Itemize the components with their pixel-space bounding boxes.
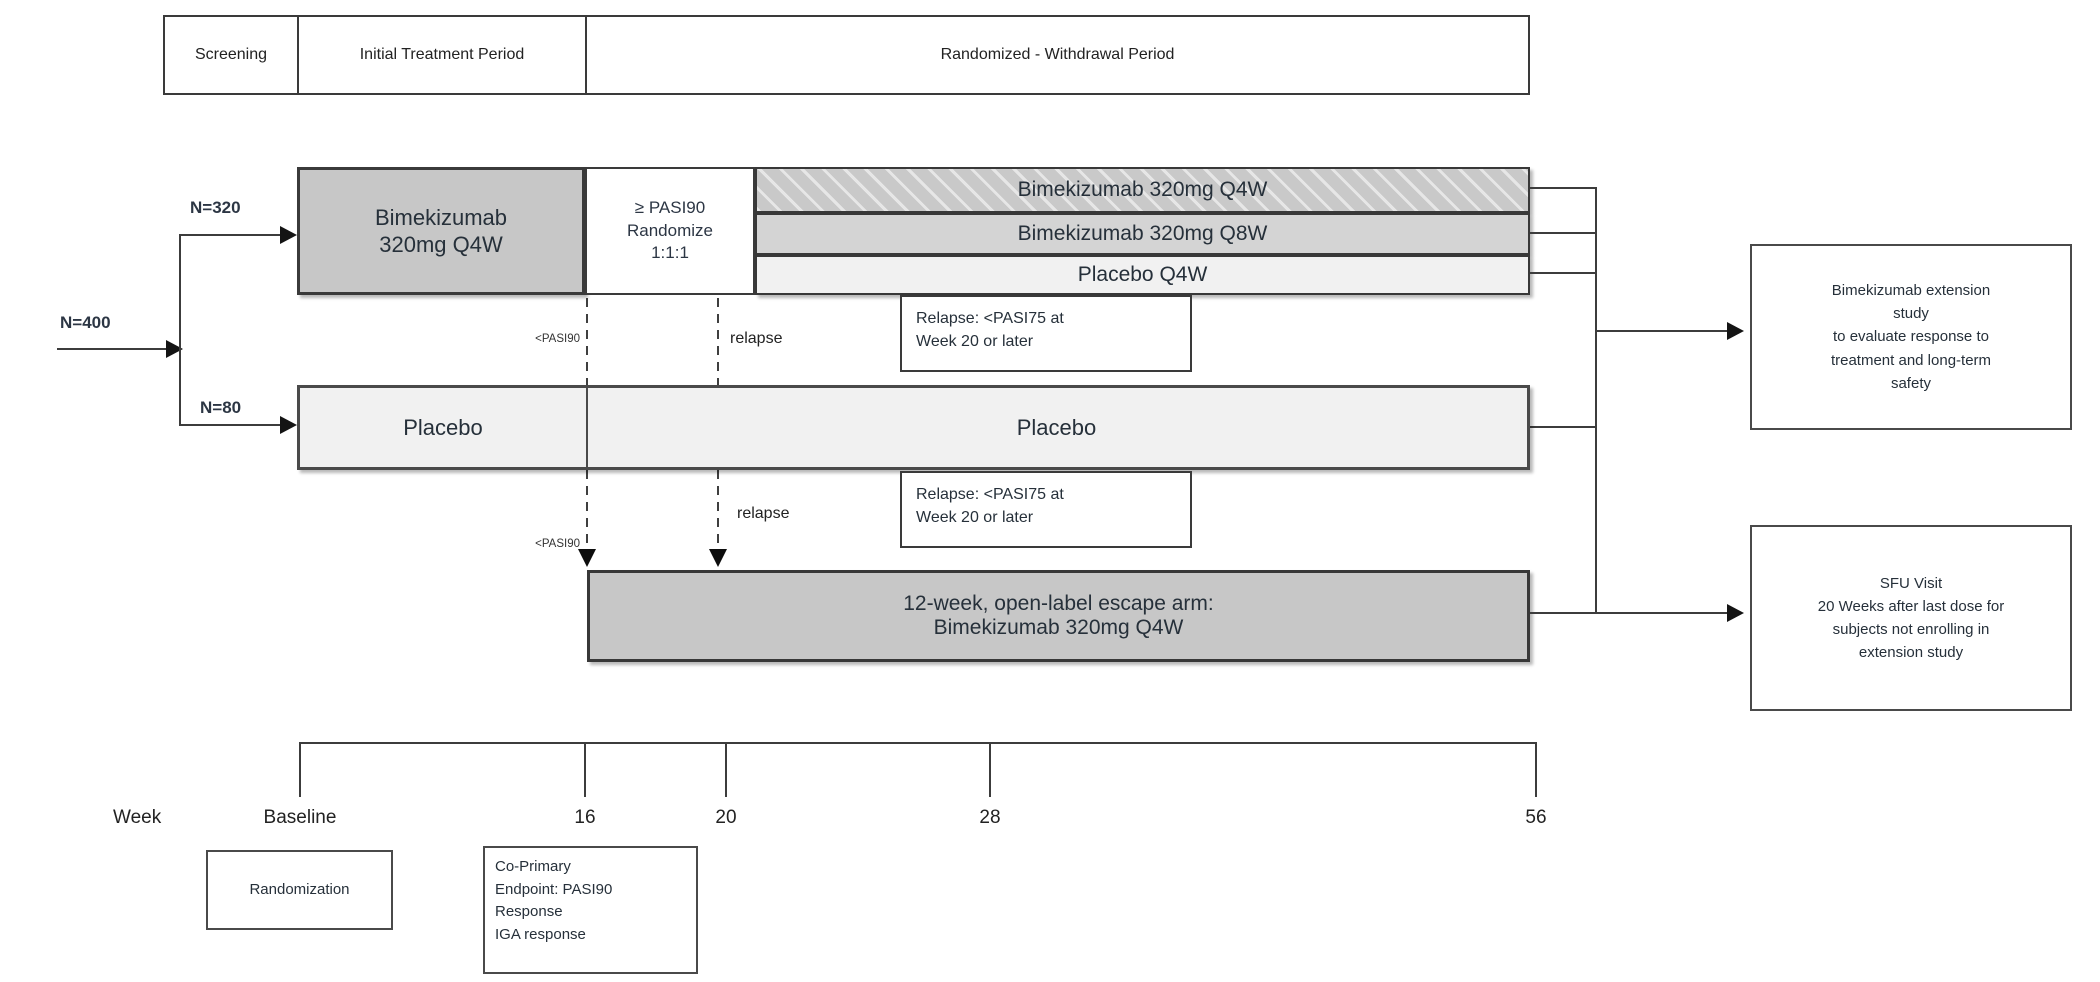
coprimary-endpoint-box: Co-Primary Endpoint: PASI90 Response IGA…	[483, 846, 698, 974]
relapse-box-upper-line2: Week 20 or later	[916, 333, 1034, 351]
placebo-branch-arrowhead	[280, 416, 297, 434]
pasi90-annotation-upper: <PASI90	[535, 333, 580, 345]
sfu-arrowhead	[1727, 604, 1744, 622]
relapse-dashed-line-upper	[717, 298, 719, 385]
arm-bar-placebo-q4w-label: Placebo Q4W	[1077, 263, 1208, 286]
extension-line3: to evaluate response to	[1833, 328, 1989, 346]
bime-branch-line	[179, 234, 281, 236]
randomize-box: ≥ PASI90 Randomize 1:1:1	[585, 167, 755, 295]
relapse-criteria-box-lower: Relapse: <PASI75 at Week 20 or later	[900, 471, 1192, 548]
relapse-box-upper-line1: Relapse: <PASI75 at	[916, 310, 1064, 327]
bime-initial-box: Bimekizumab 320mg Q4W	[297, 167, 585, 295]
coprimary-line3: Response	[495, 903, 563, 920]
arm-bar-bime-q4w: Bimekizumab 320mg Q4W	[755, 167, 1530, 213]
connector-bar3	[1530, 272, 1596, 274]
tick-week20	[725, 742, 727, 797]
coprimary-line4: IGA response	[495, 925, 586, 943]
branch-vertical-line	[179, 234, 181, 426]
escape-arm-line2: Bimekizumab 320mg Q4W	[933, 616, 1184, 639]
arm-bar-bime-q4w-label: Bimekizumab 320mg Q4W	[1017, 178, 1268, 201]
tick-label-16: 16	[574, 807, 596, 828]
randomize-line2: Randomize	[627, 220, 713, 240]
tick-label-28: 28	[979, 807, 1001, 828]
connector-bar1	[1530, 187, 1596, 189]
pasi90-line-through-placebo	[586, 385, 588, 470]
relapse-annotation-upper: relapse	[730, 330, 783, 347]
placebo-withdrawal-label: Placebo	[1016, 414, 1097, 440]
arm-bar-bime-q8w-label: Bimekizumab 320mg Q8W	[1017, 222, 1268, 245]
sfu-line1: SFU Visit	[1879, 574, 1943, 592]
tick-baseline	[299, 742, 301, 797]
period-header: Screening Initial Treatment Period Rando…	[163, 15, 1530, 95]
connector-bar2	[1530, 232, 1596, 234]
relapse-dashed-line-lower	[717, 470, 719, 550]
tick-label-56: 56	[1525, 807, 1547, 828]
extension-study-box: Bimekizumab extension study to evaluate …	[1750, 244, 2072, 430]
randomize-line3: 1:1:1	[651, 243, 689, 263]
randomization-box: Randomization	[206, 850, 393, 930]
n320-label: N=320	[190, 198, 241, 217]
placebo-branch-line	[179, 424, 281, 426]
period-withdrawal: Randomized - Withdrawal Period	[587, 17, 1528, 93]
bime-initial-line1: Bimekizumab	[374, 204, 508, 230]
pasi90-annotation-lower: <PASI90	[535, 538, 580, 550]
tick-label-baseline: Baseline	[263, 807, 337, 828]
relapse-box-lower-line1: Relapse: <PASI75 at	[916, 486, 1064, 503]
coprimary-line1: Co-Primary	[495, 858, 571, 875]
extension-line2: study	[1893, 305, 1929, 323]
pasi90-dashed-line-lower	[586, 470, 588, 550]
enroll-arrow-line	[57, 348, 169, 350]
bime-initial-line2: 320mg Q4W	[379, 232, 503, 257]
pasi90-dashed-line-upper	[586, 298, 588, 385]
n80-label: N=80	[200, 398, 242, 417]
sfu-visit-box: SFU Visit 20 Weeks after last dose for s…	[1750, 525, 2072, 711]
tick-week28	[989, 742, 991, 797]
connector-placebo	[1530, 426, 1596, 428]
junction-vertical-line	[1595, 187, 1597, 614]
week-axis-label: Week	[113, 807, 162, 828]
extension-line5: safety	[1890, 374, 1931, 392]
period-initial-treatment-label: Initial Treatment Period	[359, 46, 525, 63]
relapse-box-lower-line2: Week 20 or later	[916, 509, 1034, 527]
tick-week16	[584, 742, 586, 797]
tick-label-20: 20	[715, 807, 737, 828]
extension-line4: treatment and long-term	[1830, 351, 1992, 369]
pasi90-escape-arrowhead	[578, 549, 596, 567]
arm-bar-placebo-q4w: Placebo Q4W	[755, 255, 1530, 295]
relapse-criteria-box-upper: Relapse: <PASI75 at Week 20 or later	[900, 295, 1192, 372]
period-screening: Screening	[165, 17, 299, 93]
enroll-arrowhead	[166, 340, 183, 358]
randomization-label: Randomization	[249, 880, 350, 898]
sfu-line2: 20 Weeks after last dose for	[1817, 597, 2005, 615]
relapse-annotation-lower: relapse	[737, 505, 790, 522]
placebo-initial-label-wrap: Placebo	[300, 388, 586, 467]
period-initial-treatment: Initial Treatment Period	[299, 17, 587, 93]
extension-arrowhead	[1727, 322, 1744, 340]
randomize-line1: ≥ PASI90	[634, 197, 706, 217]
timeline-axis-line	[299, 742, 1537, 744]
tick-week56	[1535, 742, 1537, 797]
extension-arrow-line	[1596, 330, 1728, 332]
n400-label: N=400	[60, 313, 111, 332]
sfu-line4: extension study	[1858, 644, 1964, 662]
extension-line1: Bimekizumab extension	[1831, 281, 1991, 299]
arm-bar-bime-q8w: Bimekizumab 320mg Q8W	[755, 213, 1530, 255]
period-withdrawal-label: Randomized - Withdrawal Period	[940, 46, 1175, 63]
placebo-initial-label: Placebo	[403, 414, 483, 440]
sfu-line3: subjects not enrolling in	[1832, 621, 1990, 638]
escape-arm-line1: 12-week, open-label escape arm:	[903, 592, 1214, 615]
relapse-escape-arrowhead	[709, 549, 727, 567]
escape-arm-bar: 12-week, open-label escape arm: Bimekizu…	[587, 570, 1530, 662]
sfu-arrow-line	[1530, 612, 1728, 614]
placebo-row-bar: Placebo Placebo	[297, 385, 1530, 470]
placebo-withdrawal-label-wrap: Placebo	[586, 388, 1527, 467]
coprimary-line2: Endpoint: PASI90	[495, 880, 613, 898]
period-screening-label: Screening	[194, 46, 268, 63]
bime-branch-arrowhead	[280, 226, 297, 244]
